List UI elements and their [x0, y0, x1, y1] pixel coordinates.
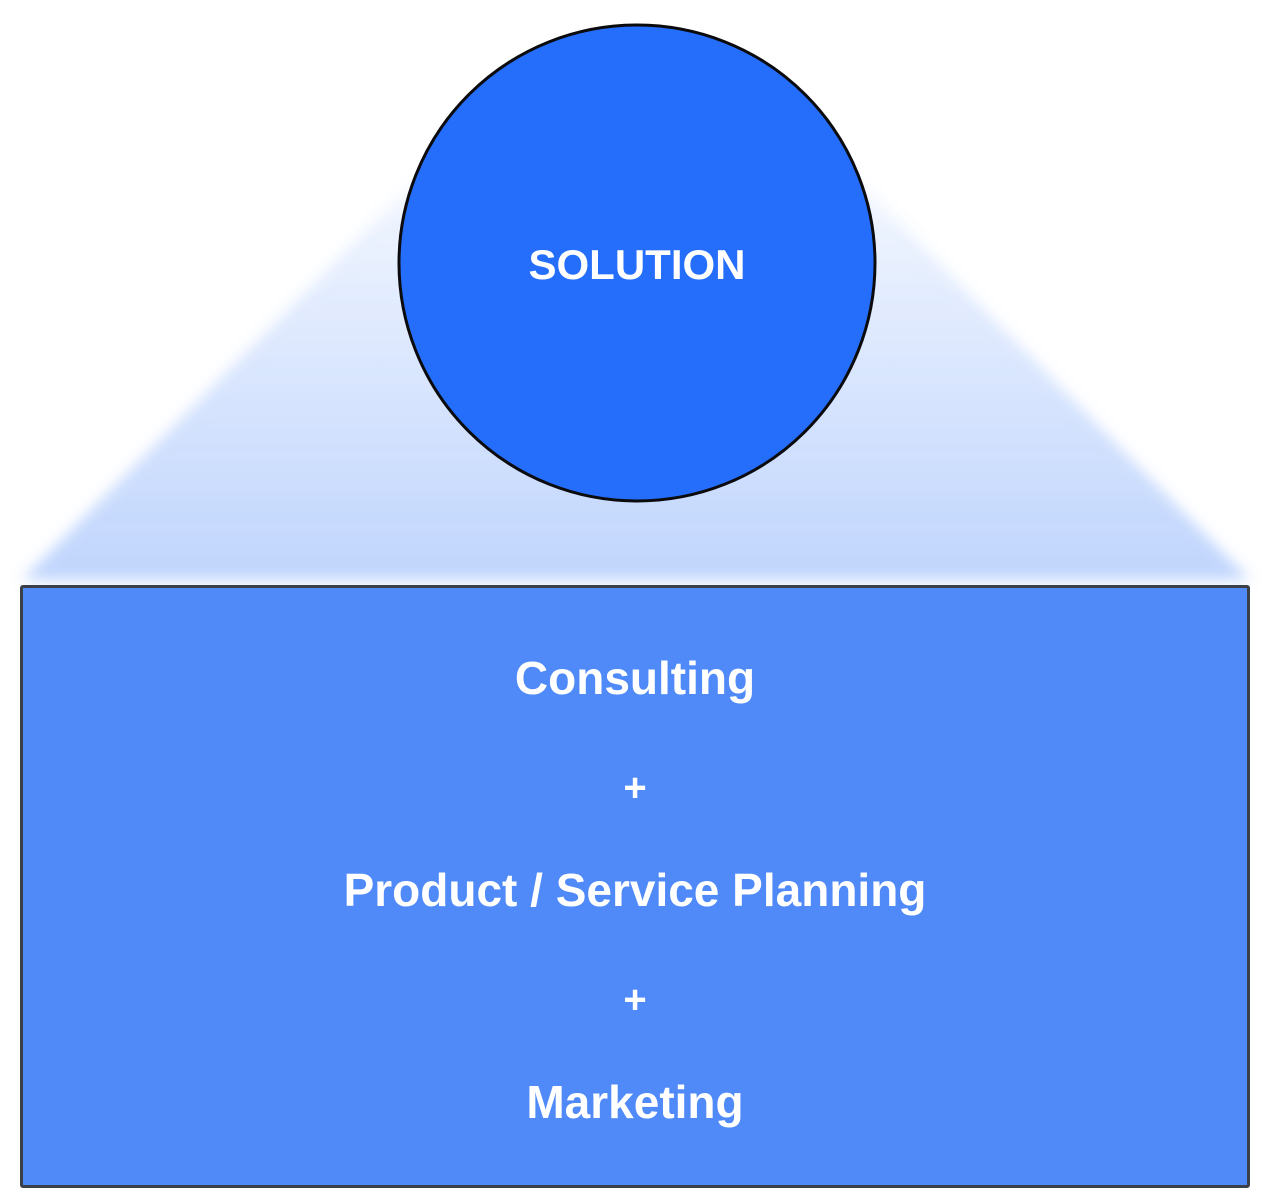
component-product-service-planning: Product / Service Planning	[343, 864, 927, 916]
solution-label: SOLUTION	[529, 241, 746, 288]
plus-sign: +	[623, 766, 647, 810]
solution-node	[397, 23, 877, 503]
components-box: Consulting + Product / Service Planning …	[20, 585, 1250, 1188]
plus-sign: +	[623, 978, 647, 1022]
component-consulting: Consulting	[514, 652, 756, 704]
component-marketing: Marketing	[526, 1076, 744, 1128]
